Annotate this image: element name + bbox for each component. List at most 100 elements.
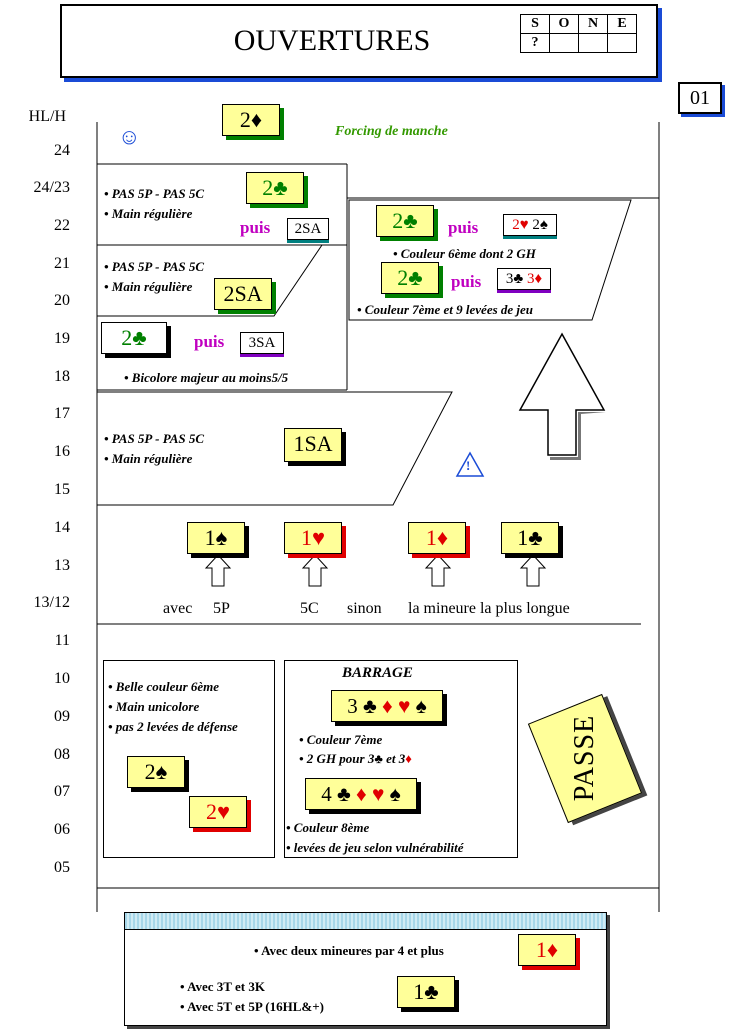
label-sinon: sinon: [347, 600, 382, 617]
note: • Main régulière: [104, 451, 193, 466]
card-1s: 1♠: [187, 522, 245, 554]
card-label: 2♥: [512, 217, 529, 233]
scale-level: 24: [54, 142, 70, 159]
note: • Belle couleur 6ème: [108, 679, 220, 694]
card-label: 2♠: [532, 217, 548, 233]
note: • Couleur 7ème et 9 levées de jeu: [357, 302, 534, 317]
card-label: 2SA: [223, 281, 263, 306]
club-icon: ♣: [374, 751, 383, 766]
note: • levées de jeu selon vulnérabilité: [286, 840, 464, 855]
scale-level: 13/12: [33, 594, 70, 611]
card-2sa-small: 2SA: [287, 218, 329, 240]
scale-level: 19: [54, 330, 70, 347]
puis-label: puis: [448, 218, 479, 237]
diamond-icon: ♦: [405, 751, 412, 766]
card-label: 2♣: [397, 265, 423, 290]
scale-level: 20: [54, 292, 70, 309]
card-label: 2♦: [239, 107, 263, 132]
card-1d: 1♦: [408, 522, 466, 554]
card-1c: 1♣: [397, 976, 455, 1008]
note: • Main unicolore: [108, 699, 200, 714]
label-mineure: la mineure la plus longue: [408, 600, 570, 617]
spade-icon: ♠: [389, 782, 401, 806]
card-2h: 2♥: [189, 796, 247, 828]
scale-level: 11: [54, 632, 70, 649]
club-icon: ♣: [362, 694, 377, 718]
scale-level: 24/23: [33, 179, 70, 196]
puis-label: puis: [451, 272, 482, 291]
note: • Bicolore majeur au moins5/5: [124, 370, 289, 385]
card-label: 1♠: [204, 525, 228, 550]
scale-level: 05: [54, 859, 70, 876]
card-3c-3d-small: 3♣ 3♦: [497, 268, 551, 290]
card-label: 2♣: [262, 175, 288, 200]
card-label: 1♦: [425, 525, 449, 550]
scale-level: 22: [54, 217, 70, 234]
card-2d: 2♦: [222, 104, 280, 136]
scale-level: 15: [54, 481, 70, 498]
panel-strip: [125, 913, 606, 930]
card-label: 1♣: [413, 979, 439, 1004]
note: • Couleur 8ème: [286, 820, 370, 835]
note: • Avec 5T et 5P (16HL&+): [180, 999, 324, 1014]
title-box: OUVERTURES S O N E ?: [60, 4, 658, 78]
note: • pas 2 levées de défense: [108, 719, 238, 734]
page-title: OUVERTURES: [233, 24, 431, 57]
card-label: 3: [347, 694, 358, 718]
note: • PAS 5P - PAS 5C: [104, 259, 205, 274]
note: • Main régulière: [104, 206, 193, 221]
card-1c: 1♣: [501, 522, 559, 554]
scale-level: 17: [54, 405, 70, 422]
note: • 2 GH pour 3♣ et 3♦: [299, 751, 412, 767]
note: • Couleur 7ème: [299, 732, 383, 747]
card-2c: 2♣: [376, 205, 434, 237]
card-2c-white: 2♣: [101, 322, 167, 354]
heart-icon: ♥: [397, 694, 411, 718]
note: • PAS 5P - PAS 5C: [104, 431, 205, 446]
card-label: 2♠: [144, 759, 168, 784]
card-label: 4: [321, 782, 332, 806]
label-avec: avec: [163, 600, 193, 617]
warning-icon: !: [466, 458, 471, 473]
card-1sa: 1SA: [284, 428, 342, 462]
note: • Main régulière: [104, 279, 193, 294]
card-3-preempt: 3 ♣ ♦ ♥ ♠: [331, 690, 443, 722]
card-2sa: 2SA: [214, 278, 272, 310]
label-5c: 5C: [300, 600, 319, 617]
page-number: 01: [678, 82, 722, 114]
scale-level: 16: [54, 443, 70, 460]
note-part: • 2 GH pour 3: [299, 751, 375, 766]
note: • Avec 3T et 3K: [180, 979, 265, 994]
scale-level: 14: [54, 519, 70, 536]
card-2c: 2♣: [381, 262, 439, 294]
card-label: 1♣: [517, 525, 543, 550]
card-label: 2♣: [121, 325, 147, 350]
scale-level: 07: [54, 783, 70, 800]
sone-blank-3: [607, 33, 637, 53]
scale-level: 09: [54, 708, 70, 725]
card-1h: 1♥: [284, 522, 342, 554]
note: • Avec deux mineures par 4 et plus: [254, 943, 444, 958]
card-label: 1♥: [300, 525, 326, 550]
puis-label: puis: [194, 332, 225, 351]
diamond-icon: ♦: [355, 782, 367, 806]
card-2h-2s-small: 2♥ 2♠: [503, 214, 557, 236]
scale-level: 08: [54, 746, 70, 763]
card-4-preempt: 4 ♣ ♦ ♥ ♠: [305, 778, 417, 810]
forcing-text: Forcing de manche: [335, 124, 448, 139]
card-label: 3♣: [505, 271, 524, 287]
heart-icon: ♥: [371, 782, 385, 806]
diamond-icon: ♦: [381, 694, 393, 718]
puis-label: puis: [240, 218, 271, 237]
bottom-panel: [124, 912, 607, 1026]
card-3sa-small: 3SA: [240, 332, 284, 354]
card-label: 3♦: [526, 271, 543, 287]
card-label: 1SA: [293, 431, 333, 456]
note: • Couleur 6ème dont 2 GH: [393, 246, 536, 261]
note: • PAS 5P - PAS 5C: [104, 186, 205, 201]
scale-level: 06: [54, 821, 70, 838]
scale-level: 21: [54, 255, 70, 272]
spade-icon: ♠: [415, 694, 427, 718]
card-1d: 1♦: [518, 934, 576, 966]
